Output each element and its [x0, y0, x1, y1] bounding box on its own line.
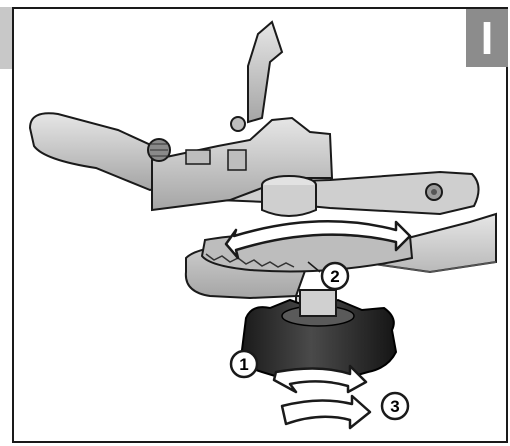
side-tab: [0, 7, 13, 69]
clamp-body: [147, 116, 334, 212]
step-callout-2: 2: [320, 261, 350, 291]
step-label-2: 2: [330, 267, 339, 286]
upright-lever: [230, 20, 284, 132]
rotate-both-directions-icon: [224, 220, 412, 260]
rotate-arrow-icon: [280, 394, 372, 430]
step-label-3: 3: [390, 397, 399, 416]
callout-leader: [307, 261, 321, 273]
section-badge: I: [466, 9, 508, 67]
center-pin: [261, 175, 317, 217]
adjusting-knob: [240, 289, 398, 382]
rotate-arrow-icon: [272, 364, 368, 394]
step-callout-3: 3: [380, 391, 410, 421]
panel-frame: [12, 7, 508, 443]
step-callout-1: 1: [229, 349, 259, 379]
step-label-1: 1: [239, 355, 248, 374]
